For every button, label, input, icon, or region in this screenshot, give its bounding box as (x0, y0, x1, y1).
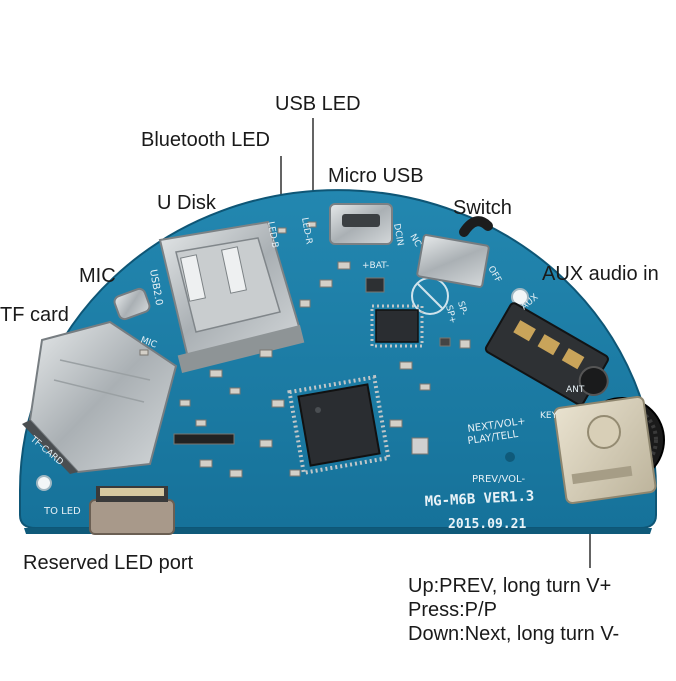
label-reserved-led: Reserved LED port (23, 552, 194, 574)
label-knob-down: Down:Next, long turn V- (408, 623, 620, 645)
silk-to-led: TO LED (43, 506, 81, 517)
microphone (113, 287, 151, 321)
silk-model: MG-M6B VER1.3 (424, 488, 534, 510)
pcb-edge (24, 528, 652, 534)
rotary-encoder (553, 395, 665, 505)
silk-prev-vol: PREV/VOL- (472, 474, 525, 485)
via-hole (505, 452, 515, 462)
label-knob-press: Press:P/P (408, 599, 497, 621)
main-chip (287, 374, 391, 476)
label-tf-card: TF card (0, 304, 69, 326)
aux-jack (484, 302, 609, 406)
silk-dcin: DCIN (391, 223, 405, 247)
label-switch: Switch (453, 197, 512, 219)
label-aux-audio: AUX audio in (542, 263, 659, 285)
label-knob-up: Up:PREV, long turn V+ (408, 575, 612, 597)
silk-spk-neg: SP- (455, 300, 468, 316)
slide-switch (416, 216, 493, 288)
tf-card-slot (22, 320, 178, 474)
led-connector (89, 486, 175, 535)
silk-spk-pos: SP+ (443, 304, 457, 325)
label-usb-led: USB LED (275, 93, 361, 115)
silk-led-r: LED-R (299, 217, 314, 245)
label-micro-usb: Micro USB (328, 165, 424, 187)
silk-key: KEY (540, 411, 558, 421)
amp-chip (370, 304, 424, 348)
silk-ant: ANT (566, 385, 585, 395)
label-bluetooth-led: Bluetooth LED (141, 129, 270, 151)
smd-components (139, 221, 471, 478)
silk-led-b: LED-B (265, 221, 279, 249)
silk-date: 2015.09.21 (448, 517, 526, 532)
label-u-disk: U Disk (157, 192, 216, 214)
silk-bat: +BAT- (362, 261, 389, 271)
mount-hole-left (36, 475, 52, 491)
usb-a-port (158, 220, 305, 373)
label-mic: MIC (79, 265, 116, 287)
micro-usb-port (329, 203, 393, 245)
